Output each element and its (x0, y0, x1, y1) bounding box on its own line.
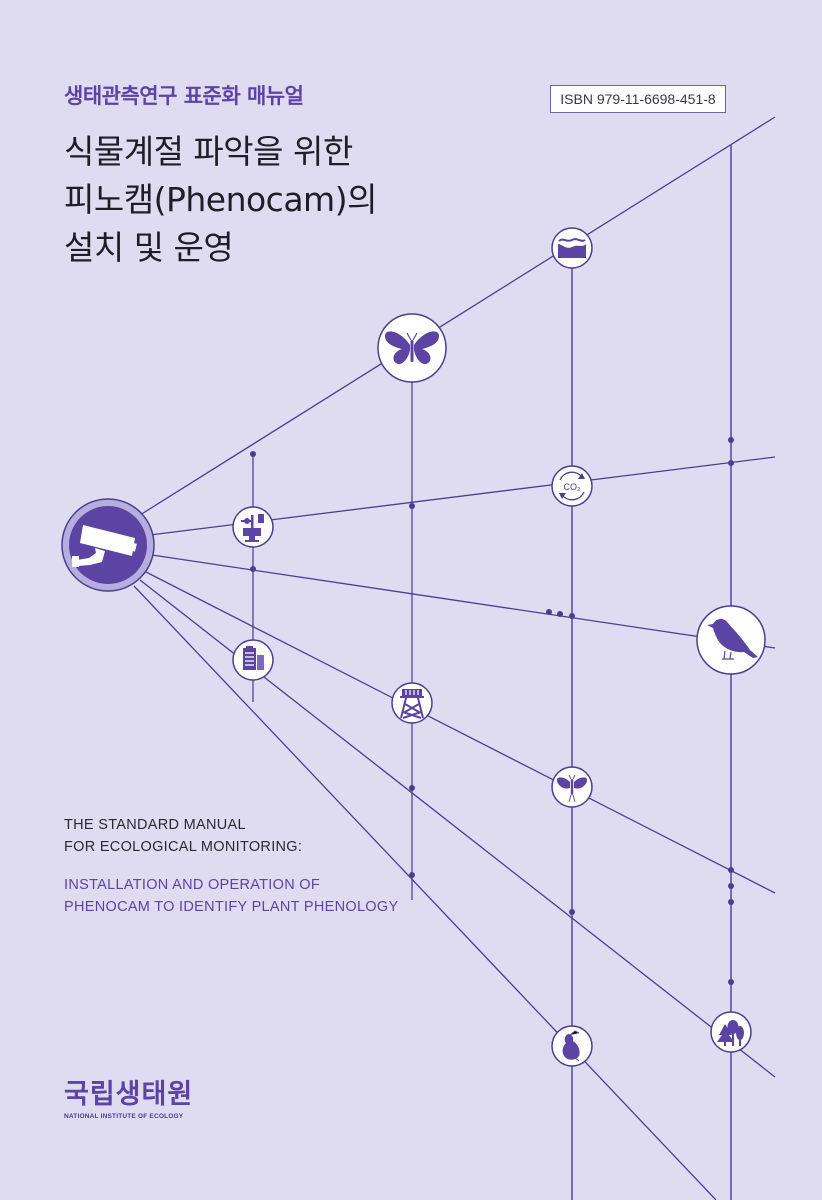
connection-lines (133, 116, 776, 1200)
main-title: 식물계절 파악을 위한 피노캠(Phenocam)의 설치 및 운영 (64, 128, 377, 272)
cctv-camera-icon (61, 498, 155, 592)
co2-cycle-icon: CO₂ (551, 465, 593, 507)
english-subtitle: THE STANDARD MANUAL FOR ECOLOGICAL MONIT… (64, 814, 398, 858)
weather-station-icon (232, 506, 274, 548)
mayfly-icon (551, 766, 593, 808)
publisher-name-kr: 국립생태원 (64, 1079, 194, 1110)
english-title-line-2: PHENOCAM TO IDENTIFY PLANT PHENOLOGY (64, 899, 399, 915)
water-wave-icon (551, 227, 593, 269)
forest-trees-icon (710, 1011, 752, 1053)
bird-silhouette-icon (551, 1025, 593, 1067)
title-line-3: 설치 및 운영 (64, 228, 234, 267)
building-icon (232, 639, 274, 681)
series-title: 생태관측연구 표준화 매뉴얼 (64, 84, 304, 108)
bird-icon (696, 605, 766, 675)
junction-dots (250, 437, 734, 985)
english-title-block: THE STANDARD MANUAL FOR ECOLOGICAL MONIT… (64, 814, 398, 918)
english-subtitle-line-2: FOR ECOLOGICAL MONITORING: (64, 839, 303, 855)
butterfly-icon (377, 313, 447, 383)
english-title-line-1: INSTALLATION AND OPERATION OF (64, 877, 321, 893)
english-subtitle-line-1: THE STANDARD MANUAL (64, 817, 246, 833)
title-line-2: 피노캠(Phenocam)의 (64, 180, 377, 219)
svg-text:CO₂: CO₂ (564, 482, 582, 492)
observation-tower-icon (391, 682, 433, 724)
english-title: INSTALLATION AND OPERATION OF PHENOCAM T… (64, 874, 398, 918)
publisher-logo: 국립생태원 NATIONAL INSTITUTE OF ECOLOGY (64, 1072, 193, 1120)
isbn-box: ISBN 979-11-6698-451-8 (550, 85, 726, 113)
title-line-1: 식물계절 파악을 위한 (64, 132, 353, 171)
publisher-name-en: NATIONAL INSTITUTE OF ECOLOGY (64, 1113, 184, 1120)
